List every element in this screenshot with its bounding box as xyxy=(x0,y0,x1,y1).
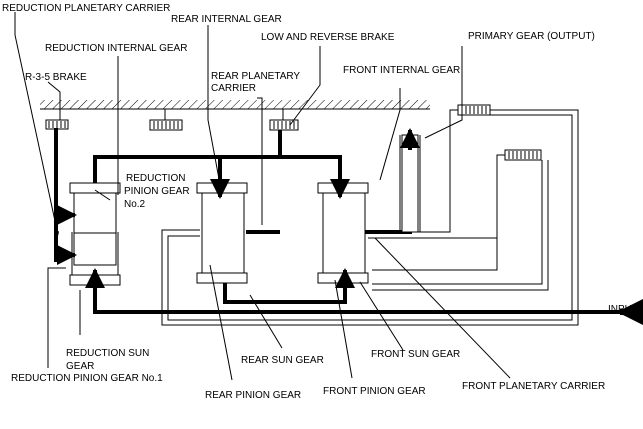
label-front-sun-gear: FRONT SUN GEAR xyxy=(371,349,460,360)
label-input: INPUT xyxy=(608,304,638,315)
label-r35-brake: R-3-5 BRAKE xyxy=(25,72,87,83)
leader-lines xyxy=(14,12,511,381)
label-rear-planetary-carrier-line2: CARRIER xyxy=(211,83,256,94)
reduction-pinion-gear-no2 xyxy=(73,192,117,234)
reduction-pinion-gear-no1 xyxy=(73,232,117,266)
shafts xyxy=(71,109,579,326)
label-rear-pinion-gear: REAR PINION GEAR xyxy=(205,390,301,401)
reduction-planetary-set xyxy=(69,182,121,286)
r35-brake-symbol xyxy=(45,109,69,130)
label-rear-sun-gear: REAR SUN GEAR xyxy=(241,355,324,366)
label-reduction-pinion-gear1: REDUCTION PINION GEAR No.1 xyxy=(11,373,163,384)
label-reduction-pinion-gear2-line2: PINION GEAR xyxy=(124,186,190,197)
lower-right-clutch-symbol xyxy=(504,149,542,161)
label-front-internal-gear: FRONT INTERNAL GEAR xyxy=(343,65,460,76)
label-rear-planetary-carrier-line1: REAR PLANETARY xyxy=(211,71,300,82)
label-reduction-planetary-carrier: REDUCTION PLANETARY CARRIER xyxy=(2,3,170,14)
front-pinion-gear xyxy=(322,192,366,274)
labels: REDUCTION PLANETARY CARRIER REAR INTERNA… xyxy=(2,3,638,401)
transmission-housing xyxy=(40,100,430,110)
rear-sun-gear-block xyxy=(196,272,248,284)
label-primary-gear-output: PRIMARY GEAR (OUTPUT) xyxy=(468,31,595,42)
label-reduction-internal-gear: REDUCTION INTERNAL GEAR xyxy=(45,43,187,54)
label-reduction-sun-gear-line1: REDUCTION SUN xyxy=(66,348,149,359)
upper-right-clutch-symbol xyxy=(457,104,491,116)
center-brake-symbol xyxy=(149,109,183,131)
rear-planetary-set xyxy=(196,182,248,284)
label-reduction-sun-gear-line2: GEAR xyxy=(66,361,94,372)
front-planetary-set xyxy=(317,182,369,284)
label-front-planetary-carrier: FRONT PLANETARY CARRIER xyxy=(462,381,605,392)
rear-pinion-gear xyxy=(201,192,245,274)
label-reduction-pinion-gear2-line3: No.2 xyxy=(124,199,146,210)
low-reverse-brake-symbol xyxy=(269,109,299,131)
label-front-pinion-gear: FRONT PINION GEAR xyxy=(323,386,426,397)
label-reduction-pinion-gear2-line1: REDUCTION xyxy=(126,173,185,184)
label-low-and-reverse-brake: LOW AND REVERSE BRAKE xyxy=(261,32,395,43)
label-rear-internal-gear: REAR INTERNAL GEAR xyxy=(171,14,282,25)
front-internal-gear-block xyxy=(317,182,369,194)
reduction-internal-gear-block xyxy=(69,182,121,194)
